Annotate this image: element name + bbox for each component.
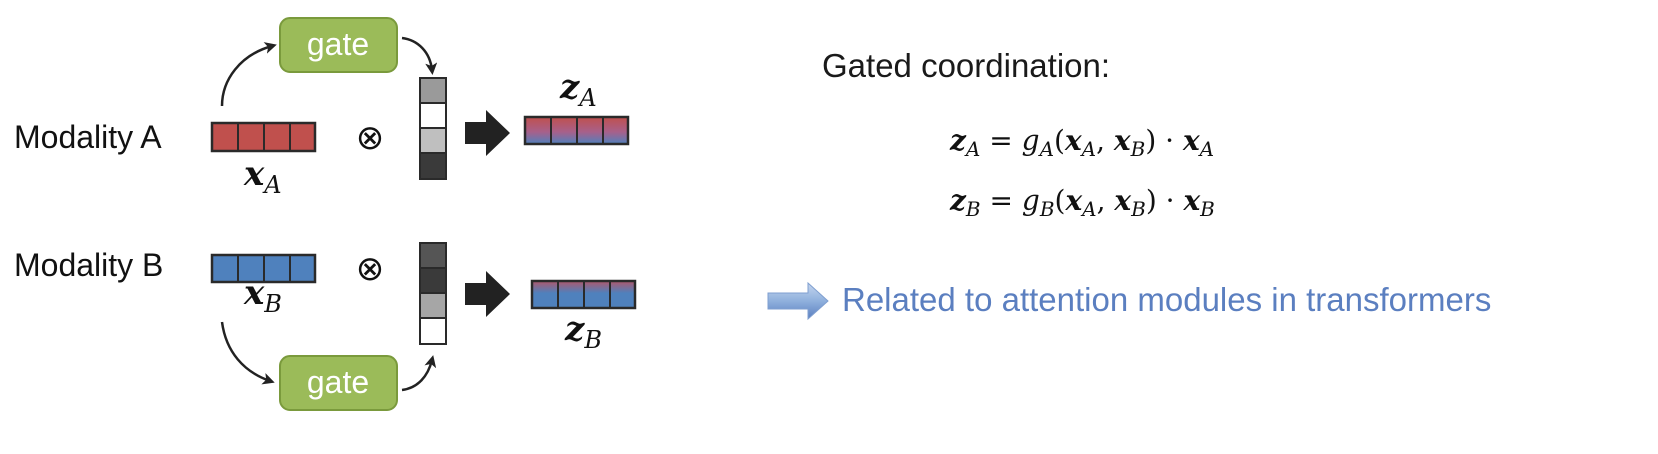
z-b-vector bbox=[530, 279, 637, 310]
gate-weight-cell bbox=[419, 127, 447, 154]
modality-b-label: Modality B bbox=[14, 247, 163, 283]
related-arrow-icon bbox=[767, 281, 829, 321]
block-arrow-bottom-icon bbox=[465, 271, 510, 317]
gate-weight-cell bbox=[419, 292, 447, 319]
z-b-label: zB bbox=[564, 309, 602, 354]
otimes-top-icon: ⊗ bbox=[356, 118, 385, 158]
x-b-vector bbox=[210, 253, 317, 284]
gate-bottom: gate bbox=[279, 355, 398, 411]
gate-bottom-label: gate bbox=[307, 364, 369, 400]
equation-z-b: zB = gB(xA, xB) · xB bbox=[949, 184, 1215, 221]
gate-weight-cell bbox=[419, 77, 447, 104]
gated-coordination-heading: Gated coordination: bbox=[822, 47, 1110, 84]
otimes-bottom-icon: ⊗ bbox=[356, 249, 385, 289]
x-a-label: xA bbox=[243, 154, 282, 199]
arrow-gate-to-weights-top bbox=[401, 36, 438, 75]
gate-weight-cell bbox=[419, 317, 447, 345]
gate-weight-cell bbox=[419, 242, 447, 269]
related-text: Related to attention modules in transfor… bbox=[842, 281, 1491, 318]
gate-weight-cell bbox=[419, 102, 447, 129]
arrow-x-b-to-gate bbox=[220, 321, 275, 385]
z-a-label: zA bbox=[559, 67, 597, 112]
equation-z-a: zA = gA(xA, xB) · xA bbox=[949, 124, 1214, 161]
z-a-vector bbox=[523, 115, 630, 146]
gate-top: gate bbox=[279, 17, 398, 73]
arrow-x-a-to-gate bbox=[220, 42, 277, 107]
gate-weight-cell bbox=[419, 267, 447, 294]
gate-weights-top bbox=[419, 77, 447, 180]
block-arrow-top-icon bbox=[465, 110, 510, 156]
gate-top-label: gate bbox=[307, 26, 369, 62]
x-b-label: xB bbox=[243, 273, 282, 318]
gate-weights-bottom bbox=[419, 242, 447, 345]
arrow-gate-to-weights-bottom bbox=[401, 355, 437, 392]
gate-weight-cell bbox=[419, 152, 447, 180]
x-a-vector bbox=[210, 121, 317, 153]
modality-a-label: Modality A bbox=[14, 119, 162, 155]
